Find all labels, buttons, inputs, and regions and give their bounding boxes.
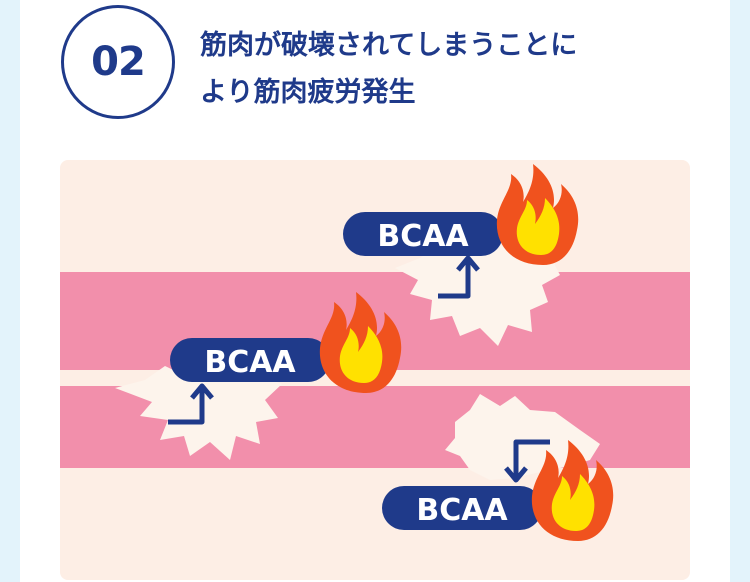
step-number: 02 [91, 39, 146, 85]
flame-icon [531, 440, 614, 541]
bcaa-label: BCAA [416, 493, 508, 528]
bcaa-label: BCAA [377, 219, 469, 254]
step-number-badge: 02 [61, 5, 175, 119]
bcaa-badge: BCAA [170, 338, 330, 382]
step-title-line-2: より筋肉疲労発生 [200, 77, 416, 108]
burst-icon [395, 244, 560, 346]
arrow-icon [504, 439, 550, 483]
illustration-canvas: BCAA BCAA BCAA [60, 164, 690, 541]
flame-icon [319, 292, 402, 393]
bcaa-badge: BCAA [382, 486, 542, 530]
burst-icon [115, 364, 282, 460]
arrow-icon [438, 255, 480, 299]
flame-icon [496, 164, 579, 265]
muscle-damage-illustration: BCAA BCAA BCAA [60, 160, 690, 580]
step-title: 筋肉が破壊されてしまうことに より筋肉疲労発生 [200, 22, 700, 116]
bcaa-label: BCAA [204, 345, 296, 380]
bcaa-badge: BCAA [343, 212, 503, 256]
step-title-line-1: 筋肉が破壊されてしまうことに [200, 30, 578, 61]
arrow-icon [168, 383, 214, 425]
burst-icon [445, 394, 600, 480]
